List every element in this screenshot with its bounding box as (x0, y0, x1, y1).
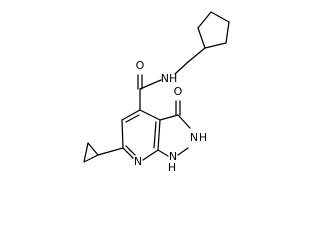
bond (121, 109, 141, 121)
bond (174, 61, 189, 75)
bond (210, 11, 230, 23)
bond (139, 109, 161, 121)
atom-label-n1: N (169, 150, 177, 163)
bond-layer (83, 11, 230, 163)
bond (83, 142, 89, 163)
bond (139, 79, 162, 90)
atom-labels: O NH O N H H N N (134, 59, 207, 174)
bond (97, 147, 124, 156)
atom-label-n1-h: H (168, 161, 176, 174)
bond (197, 11, 212, 29)
molecule-diagram: O NH O N H H N N (83, 11, 230, 174)
bond (225, 21, 230, 44)
bond (177, 114, 191, 129)
bond (87, 142, 99, 156)
bond (125, 145, 136, 156)
atom-label-amide-nh: NH (161, 72, 178, 85)
bond (122, 147, 134, 159)
atom-label-n2: N (190, 131, 198, 144)
bond (157, 119, 161, 151)
bond (153, 121, 157, 149)
bond (204, 42, 227, 49)
bond (83, 154, 99, 163)
bond (177, 147, 189, 156)
bond (159, 114, 179, 121)
atom-label-ring-o: O (174, 85, 183, 98)
atom-label-n2-h: H (199, 131, 207, 144)
atom-label-amide-o: O (136, 59, 145, 72)
bond (121, 119, 124, 149)
bond (187, 47, 206, 63)
bond (197, 27, 206, 49)
bond (125, 114, 140, 123)
atom-label-pyridine-n: N (134, 155, 142, 168)
bond (142, 149, 159, 161)
bond (157, 149, 169, 157)
